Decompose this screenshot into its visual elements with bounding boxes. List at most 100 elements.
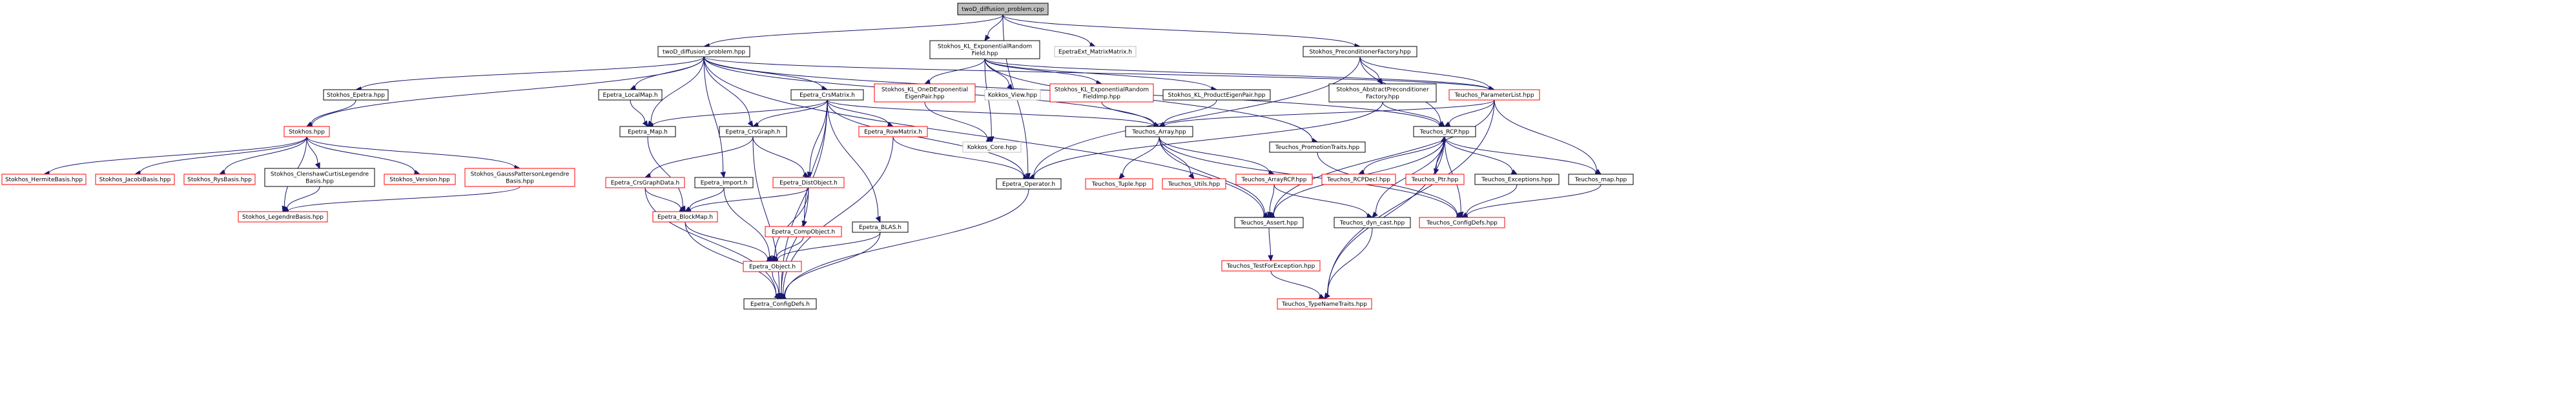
node-label: Stokhos_JacobiBasis.hpp <box>99 177 171 183</box>
edge-teuchos-array-hpp-to-teuchos-tuple-hpp <box>1118 136 1160 179</box>
node-stokhos-version-hpp[interactable]: Stokhos_Version.hpp <box>384 174 456 185</box>
edge-stokhos-hpp-to-stokhos-version-hpp <box>306 136 421 175</box>
node-label: Stokhos_PreconditionerFactory.hpp <box>1309 49 1410 55</box>
node-epetra-configdefs-h[interactable]: Epetra_ConfigDefs.h <box>743 298 817 310</box>
node-epetra-blas-h[interactable]: Epetra_BLAS.h <box>852 221 909 233</box>
node-teuchos-assert-hpp[interactable]: Teuchos_Assert.hpp <box>1234 217 1304 228</box>
node-box <box>95 174 175 185</box>
node-epetra-crsgraphdata-h[interactable]: Epetra_CrsGraphData.h <box>605 177 685 188</box>
edge-stokhos-kl-exponentialrandomfieldimp-hpp-to-teuchos-array-hpp <box>1101 101 1160 127</box>
node-stokhos-legendrebasis-hpp[interactable]: Stokhos_LegendreBasis.hpp <box>238 211 328 223</box>
edge-twod-diffusion-problem-hpp-to-stokhos-epetra-hpp <box>355 56 705 92</box>
node-box <box>719 126 787 137</box>
node-teuchos-testforexception-hpp[interactable]: Teuchos_TestForException.hpp <box>1221 260 1321 272</box>
edge-stokhos-hpp-to-stokhos-clenshawcurtislegendrebasis-hpp <box>306 136 320 170</box>
nodes-layer: twoD_diffusion_problem.cpp twoD_diffusion… <box>1 3 1634 310</box>
node-label: Epetra_DistObject.h <box>779 180 838 186</box>
node-label: FieldImp.hpp <box>1083 94 1120 101</box>
node-stokhos-abstractpreconditionerfactory-hpp[interactable]: Stokhos_AbstractPreconditionerFactory.hp… <box>1328 83 1437 103</box>
node-epetra-rowmatrix-h[interactable]: Epetra_RowMatrix.h <box>858 126 928 137</box>
node-epetra-map-h[interactable]: Epetra_Map.h <box>619 126 676 137</box>
edge-epetra-map-h-to-epetra-blockmap-h <box>647 136 686 213</box>
edge-stokhos-kl-exponentialrandomfield-hpp-to-stokhos-kl-onedexponentialeigenpair-hpp <box>923 58 985 85</box>
node-teuchos-ptr-hpp[interactable]: Teuchos_Ptr.hpp <box>1405 174 1465 185</box>
node-box <box>1277 298 1372 310</box>
node-box <box>1 174 87 185</box>
edge-twod-diffusion-problem-cpp-to-stokhos-kl-exponentialrandomfield-hpp <box>984 14 1004 42</box>
node-label: Field.hpp <box>972 51 998 57</box>
node-stokhos-jacobibasis-hpp[interactable]: Stokhos_JacobiBasis.hpp <box>95 174 175 185</box>
edge-epetra-crsgraph-h-to-epetra-distobject-h <box>752 136 810 178</box>
node-teuchos-dyn-cast-hpp[interactable]: Teuchos_dyn_cast.hpp <box>1334 217 1411 228</box>
node-epetra-compobject-h[interactable]: Epetra_CompObject.h <box>765 226 842 237</box>
node-box <box>743 298 817 310</box>
node-teuchos-exceptions-hpp[interactable]: Teuchos_Exceptions.hpp <box>1474 174 1560 185</box>
node-label: Teuchos_Tuple.hpp <box>1091 181 1146 188</box>
node-twod-diffusion-problem-cpp[interactable]: twoD_diffusion_problem.cpp <box>957 3 1049 15</box>
node-teuchos-rcp-hpp[interactable]: Teuchos_RCP.hpp <box>1413 126 1476 137</box>
node-stokhos-kl-producteigenpair-hpp[interactable]: Stokhos_KL_ProductEigenPair.hpp <box>1162 89 1271 101</box>
node-box <box>1303 46 1417 57</box>
node-box <box>605 177 685 188</box>
node-teuchos-utils-hpp[interactable]: Teuchos_Utils.hpp <box>1162 178 1226 190</box>
node-label: Teuchos_Exceptions.hpp <box>1481 177 1552 183</box>
node-label: Epetra_BLAS.h <box>859 225 902 231</box>
node-epetra-crsmatrix-h[interactable]: Epetra_CrsMatrix.h <box>790 89 864 101</box>
edge-epetra-crsgraph-h-to-epetra-configdefs-h <box>752 136 782 300</box>
node-box <box>657 46 750 57</box>
node-teuchos-arrayrcp-hpp[interactable]: Teuchos_ArrayRCP.hpp <box>1235 174 1313 185</box>
node-box <box>1162 89 1271 101</box>
edge-stokhos-abstractpreconditionerfactory-hpp-to-epetra-operator-h <box>1027 101 1383 181</box>
node-teuchos-configdefs-hpp[interactable]: Teuchos_ConfigDefs.hpp <box>1419 217 1505 228</box>
node-epetra-localmap-h[interactable]: Epetra_LocalMap.h <box>598 89 663 101</box>
edge-teuchos-map-hpp-to-teuchos-configdefs-hpp <box>1461 184 1602 219</box>
node-epetra-object-h[interactable]: Epetra_Object.h <box>743 261 802 272</box>
node-label: Epetra_Import.h <box>701 180 748 186</box>
node-stokhos-preconditionerfactory-hpp[interactable]: Stokhos_PreconditionerFactory.hpp <box>1303 46 1417 57</box>
node-teuchos-map-hpp[interactable]: Teuchos_map.hpp <box>1568 174 1634 185</box>
edge-twod-diffusion-problem-hpp-to-epetra-import-h <box>703 56 726 179</box>
edge-twod-diffusion-problem-hpp-to-epetra-crsgraph-h <box>703 56 754 128</box>
edge-epetra-crsgraphdata-h-to-epetra-blockmap-h <box>644 187 686 212</box>
node-epetra-import-h[interactable]: Epetra_Import.h <box>694 177 754 188</box>
node-label: Stokhos_KL_ExponentialRandom <box>938 44 1032 50</box>
node-label: Epetra_Operator.h <box>1002 181 1055 188</box>
node-teuchos-rcpdecl-hpp[interactable]: Teuchos_RCPDecl.hpp <box>1321 174 1396 185</box>
node-teuchos-typenametraits-hpp[interactable]: Teuchos_TypeNameTraits.hpp <box>1277 298 1372 310</box>
node-epetra-distobject-h[interactable]: Epetra_DistObject.h <box>772 177 845 188</box>
edge-epetra-crsgraphdata-h-to-epetra-configdefs-h <box>644 187 781 299</box>
node-stokhos-hermitebasis-hpp[interactable]: Stokhos_HermiteBasis.hpp <box>1 174 87 185</box>
edge-teuchos-array-hpp-to-teuchos-assert-hpp <box>1159 136 1270 218</box>
node-epetra-blockmap-h[interactable]: Epetra_BlockMap.h <box>652 211 718 223</box>
node-stokhos-rysbasis-hpp[interactable]: Stokhos_RysBasis.hpp <box>183 174 256 185</box>
node-box <box>772 177 845 188</box>
node-label: Stokhos.hpp <box>289 129 325 135</box>
node-label: Stokhos_RysBasis.hpp <box>187 177 252 183</box>
node-label: Teuchos_Ptr.hpp <box>1411 177 1459 183</box>
node-label: Teuchos_Utils.hpp <box>1168 181 1221 188</box>
node-box <box>962 141 1022 153</box>
node-teuchos-parameterlist-hpp[interactable]: Teuchos_ParameterList.hpp <box>1448 89 1540 101</box>
node-label: Teuchos_PromotionTraits.hpp <box>1275 145 1360 151</box>
node-label: Teuchos_ParameterList.hpp <box>1454 92 1534 99</box>
node-stokhos-hpp[interactable]: Stokhos.hpp <box>283 126 330 137</box>
node-label: Stokhos_LegendreBasis.hpp <box>242 214 324 221</box>
node-kokkos-view-hpp: Kokkos_View.hpp <box>984 89 1041 101</box>
node-epetra-operator-h[interactable]: Epetra_Operator.h <box>996 178 1062 190</box>
node-teuchos-promotiontraits-hpp[interactable]: Teuchos_PromotionTraits.hpp <box>1269 141 1366 153</box>
node-epetra-crsgraph-h[interactable]: Epetra_CrsGraph.h <box>719 126 787 137</box>
node-label: Teuchos_map.hpp <box>1574 177 1627 183</box>
node-twod-diffusion-problem-hpp[interactable]: twoD_diffusion_problem.hpp <box>657 46 750 57</box>
node-teuchos-tuple-hpp[interactable]: Teuchos_Tuple.hpp <box>1085 178 1153 190</box>
node-stokhos-epetra-hpp[interactable]: Stokhos_Epetra.hpp <box>323 89 389 101</box>
node-label: Stokhos_ClenshawCurtisLegendre <box>271 172 369 178</box>
node-teuchos-array-hpp[interactable]: Teuchos_Array.hpp <box>1125 126 1193 137</box>
node-label: Basis.hpp <box>305 179 334 185</box>
node-box <box>1054 46 1137 57</box>
